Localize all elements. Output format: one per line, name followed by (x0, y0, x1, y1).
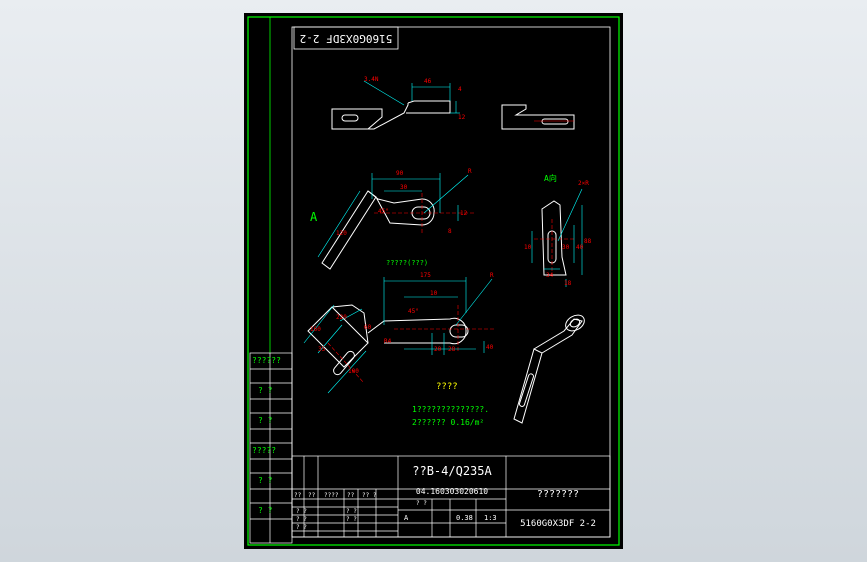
row-label-5: ? ? (346, 516, 357, 523)
strip-label-2: ? ? (258, 386, 273, 395)
view-developed-centerlines (327, 305, 494, 384)
inner-frame (291, 26, 611, 538)
strip-label-5: ? ? (258, 476, 273, 485)
dim-aa-40: 40 (576, 244, 584, 251)
view-aa-part (541, 200, 567, 276)
dim-mid-30: 30 (400, 184, 408, 191)
dims-top (363, 80, 460, 114)
dim-top-h: 12 (458, 114, 466, 121)
dim-mid-8: 8 (448, 228, 452, 235)
dim-aa-88: 88 (584, 238, 592, 245)
row-label-2: ? ? (296, 516, 307, 523)
view-developed (307, 304, 469, 376)
scale-label: ? ? (416, 500, 427, 507)
dim-mid-long: 120 (336, 230, 347, 237)
title-block (291, 455, 611, 538)
dim-low-35: 35 (318, 346, 326, 353)
row-label-1: ? ? (296, 508, 307, 515)
drawing-sheet: 5160G0X3DF 2-2 ?????? ? ? ? ? ????? ? ? … (244, 13, 623, 549)
dim-low-160: 160 (310, 326, 321, 333)
dim-low-28: 28 (448, 346, 456, 353)
stage-cell: A (404, 514, 409, 522)
dim-low-45: 45° (408, 308, 419, 315)
strip-label-1: ?????? (252, 356, 281, 365)
dim-mid-12: 12 (460, 210, 468, 217)
dim-low-175: 175 (420, 272, 431, 279)
dim-low-220: 220 (336, 314, 347, 321)
header-cell-3: ???? (324, 492, 339, 499)
header-cell-4: ?? (347, 492, 355, 499)
notes-title: ???? (436, 382, 458, 392)
scale-cell: 1:3 (484, 514, 497, 522)
row-label-3: ? ? (296, 524, 307, 531)
left-strip (249, 352, 293, 544)
row-label-4: ? ? (346, 508, 357, 515)
dim-mid-90: 90 (396, 170, 404, 177)
top-label-box (293, 26, 399, 50)
dim-aa-18: 18 (564, 280, 572, 287)
dim-mid-angle: 45° (378, 208, 389, 215)
dim-low-r4: R4 (384, 338, 392, 345)
dim-aa-10: 10 (524, 244, 532, 251)
weight-cell: 0.38 (456, 514, 473, 522)
header-cell-1: ?? (294, 492, 302, 499)
dim-aa-30: 30 (562, 244, 570, 251)
dim-low-10: 10 (430, 290, 438, 297)
dim-aa-34: 34 (546, 272, 554, 279)
cad-drawing: 5160G0X3DF 2-2 ?????? ? ? ? ? ????? ? ? … (247, 16, 620, 546)
note-small: ?????(???) (386, 259, 428, 267)
view-aa-label: A向 (544, 173, 557, 183)
top-label: 5160G0X3DF 2-2 (300, 32, 393, 45)
view-aa-centerlines (534, 219, 574, 275)
note-line-2: 2?????? 0.16/m² (412, 418, 484, 427)
dim-low-r: R (490, 272, 494, 279)
dim-low-100: 100 (348, 368, 359, 375)
view-isometric (513, 314, 585, 424)
dim-top-w: 46 (424, 78, 432, 85)
drawing-code: 5160G0X3DF 2-2 (520, 519, 596, 529)
material-text: ??B-4/Q235A (412, 464, 492, 478)
part-name: ??????? (537, 489, 579, 500)
dim-low-60: 60 (364, 324, 372, 331)
view-developed-dims (303, 277, 493, 394)
header-cell-2: ?? (308, 492, 316, 499)
view-side-profile (331, 100, 451, 130)
outer-frame (247, 16, 620, 546)
dim-aa-r: 2×R (578, 180, 589, 187)
strip-label-3: ? ? (258, 416, 273, 425)
strip-label-6: ? ? (258, 506, 273, 515)
note-line-1: 1??????????????. (412, 405, 489, 414)
view-end-profile (501, 104, 575, 130)
strip-label-4: ????? (252, 446, 276, 455)
header-cell-5: ?? ? (362, 492, 377, 499)
dim-low-20: 20 (434, 346, 442, 353)
view-aa-dims (531, 188, 583, 287)
dim-top-t: 4 (458, 86, 462, 93)
view-a-dims (317, 173, 469, 258)
dim-low-40: 40 (486, 344, 494, 351)
drawing-number: 04.160303020610 (416, 487, 488, 496)
dim-mid-r8: R (468, 168, 472, 175)
dim-top-left: 3.4N (364, 76, 379, 83)
view-a-letter: A (310, 210, 318, 224)
